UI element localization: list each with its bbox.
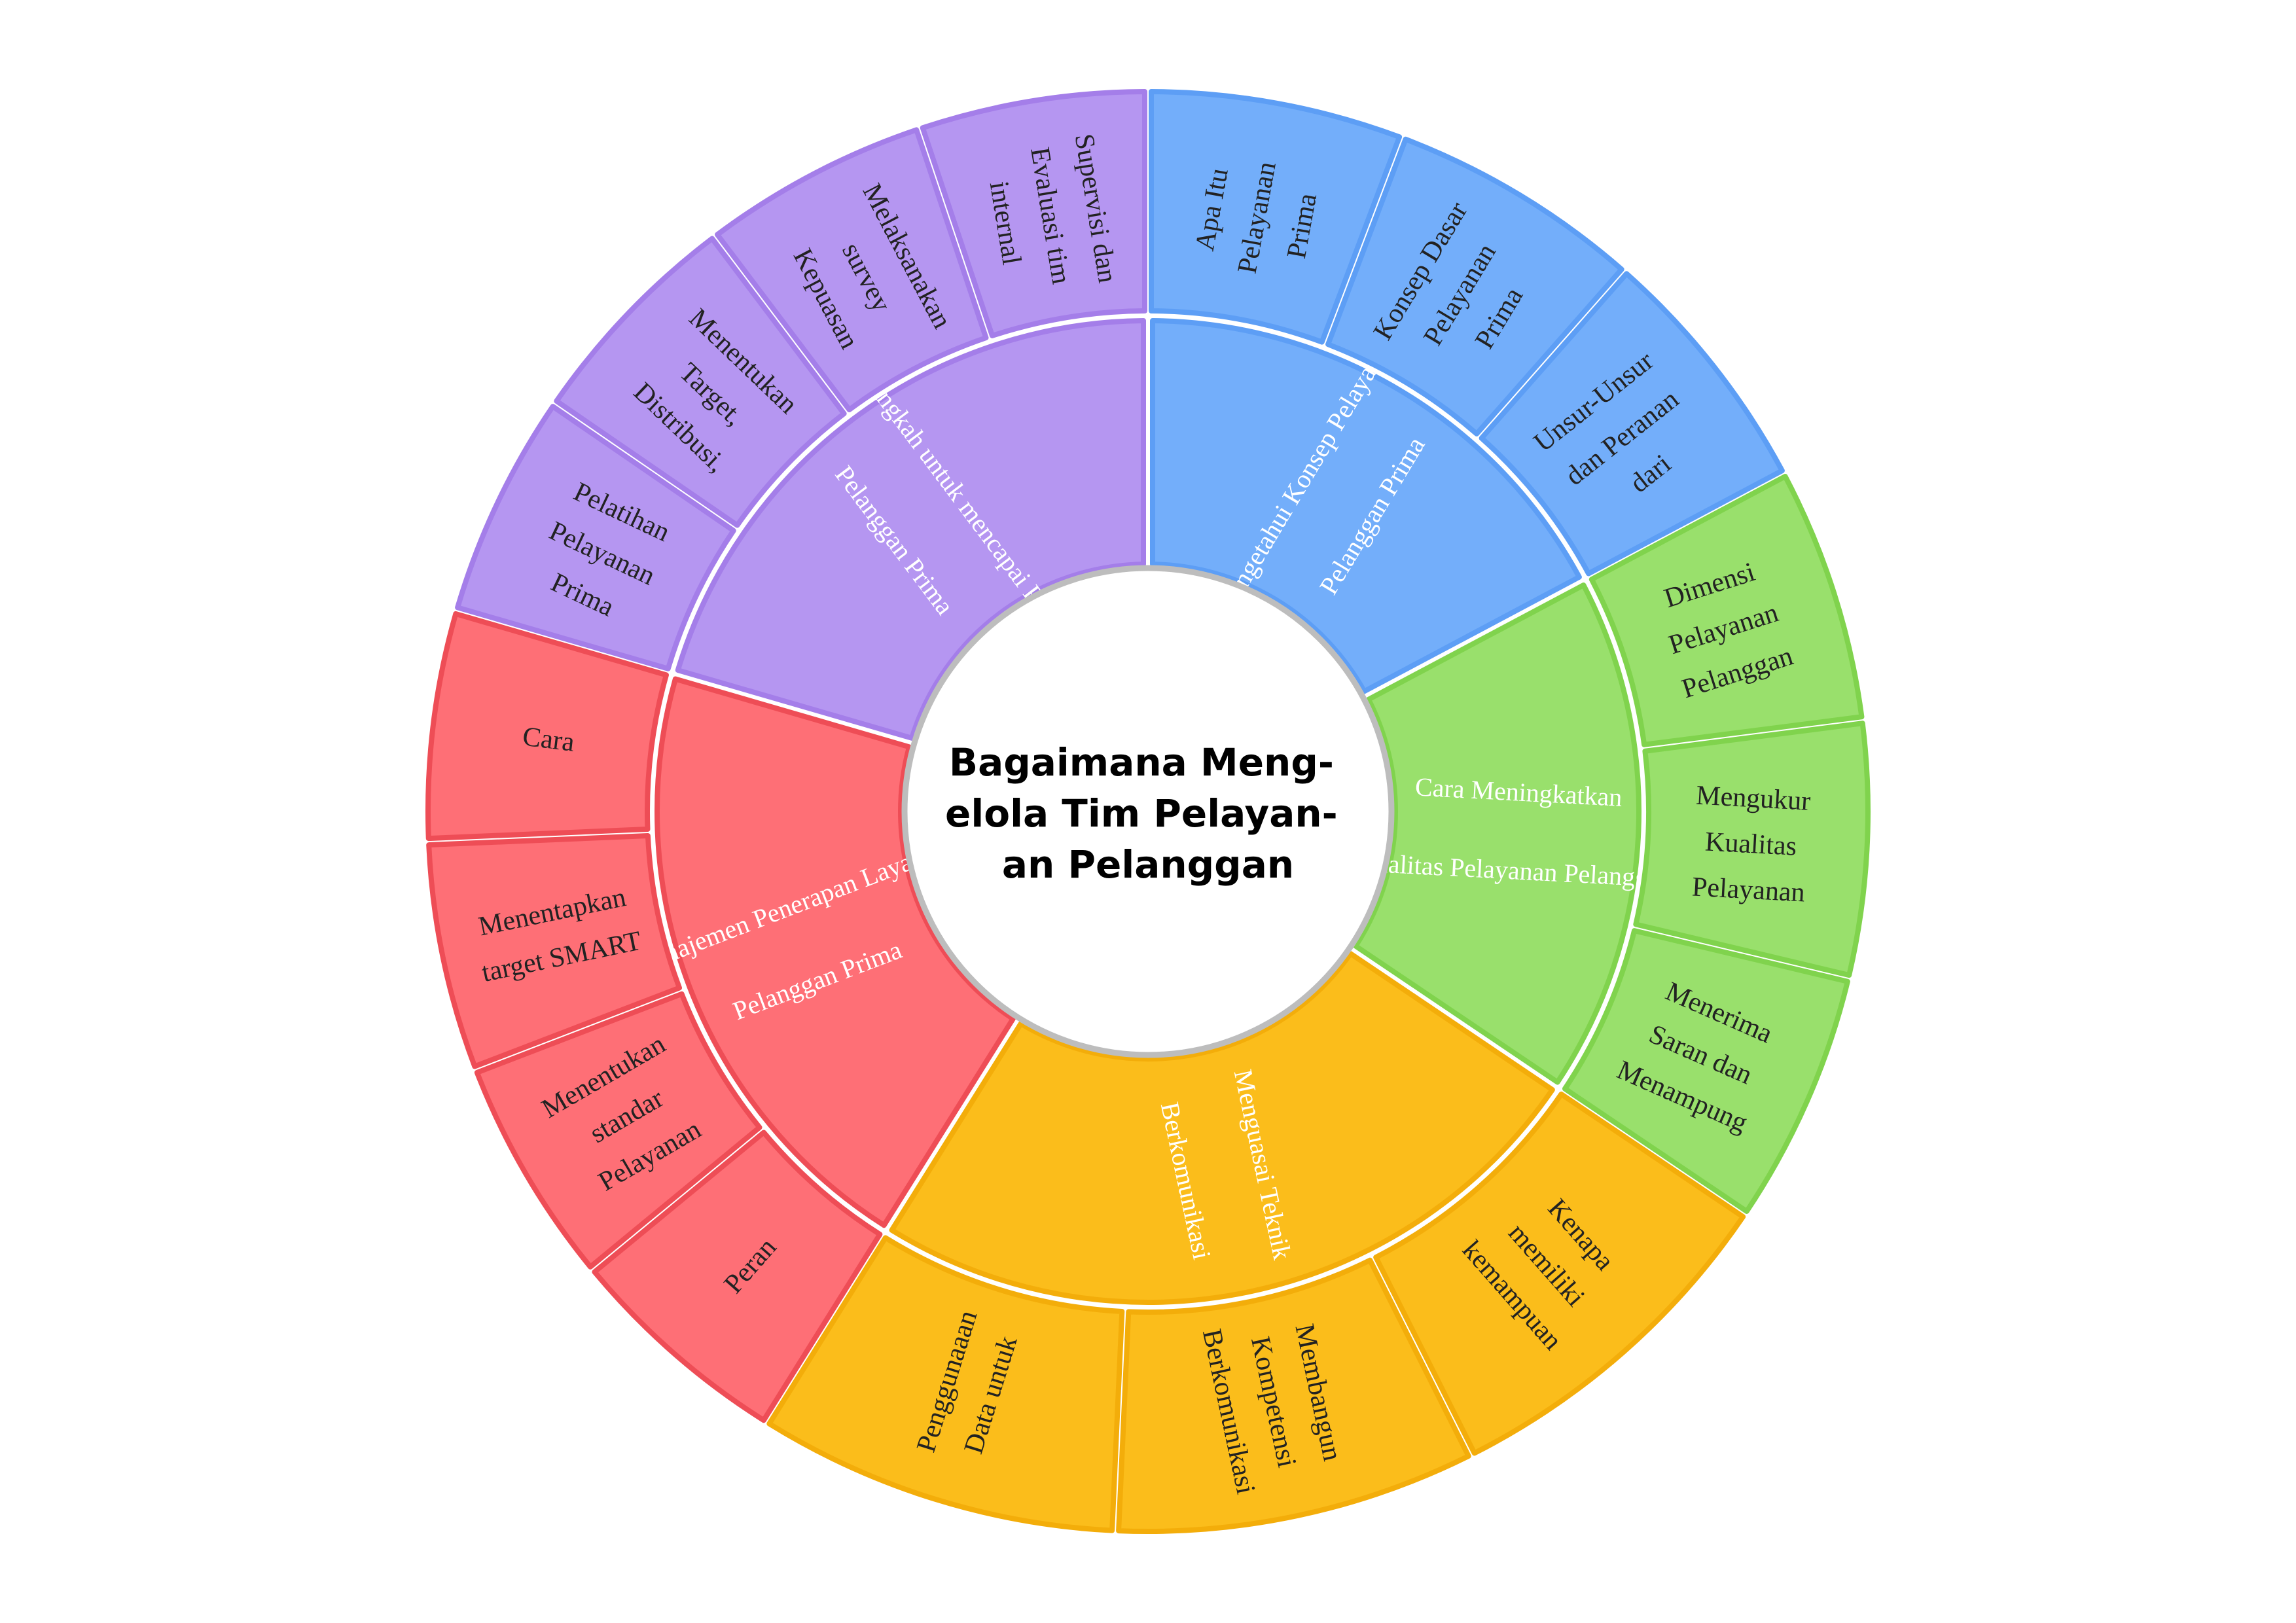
item-wedge: [554, 236, 847, 528]
center-title-line: Bagaimana Meng-: [949, 740, 1334, 785]
item-segment[interactable]: MembangunKompetensiBerkomunikasi: [1116, 1257, 1471, 1534]
item-segment[interactable]: Konsep DasarPelayananPrima: [1325, 136, 1624, 437]
category-segment-komunikasi[interactable]: Menguasai TeknikBerkomunikasi: [889, 951, 1555, 1306]
item-wedge: [592, 1130, 883, 1423]
item-segment[interactable]: Peran: [592, 1130, 883, 1423]
item-wedge: [1116, 1257, 1471, 1534]
item-segment[interactable]: MenentukanstandarPelayanan: [474, 991, 762, 1270]
item-segment[interactable]: Unsur-Unsurdan Peranandari: [1479, 271, 1785, 577]
inner-ring: Empat Langkah untuk mencapai PelayananPe…: [627, 303, 1677, 1306]
item-segment[interactable]: Kenapamemilikikemampuan: [1373, 1091, 1746, 1456]
item-wedge: [715, 127, 989, 413]
item-segment[interactable]: Apa ItuPelayananPrima: [1149, 89, 1403, 345]
item-segment[interactable]: Supervisi danEvaluasi timinternal: [920, 89, 1147, 338]
category-segment-konsep[interactable]: Mengetahui Konsep PelayananPelanggan Pri…: [1150, 318, 1582, 694]
item-wedge: [1325, 136, 1624, 437]
item-wedge: [426, 833, 683, 1069]
item-wedge: [766, 1235, 1125, 1533]
item-segment[interactable]: MengukurKualitasPelayanan: [1633, 721, 1871, 978]
item-wedge: [455, 404, 736, 671]
item-wedge: [920, 89, 1147, 338]
segment-label: Cara: [521, 722, 577, 758]
item-segment[interactable]: Menentapkantarget SMART: [426, 833, 683, 1069]
segment-label-line: Cara: [521, 722, 577, 758]
segment-label-line: Kualitas: [1704, 827, 1797, 861]
segment-label-line: Pelayanan: [1691, 872, 1806, 908]
item-wedge: [1149, 89, 1403, 345]
category-wedge: [655, 676, 1016, 1228]
item-wedge: [1633, 721, 1871, 978]
item-segment[interactable]: MelaksanakansurveyKepuasan: [715, 127, 989, 413]
item-wedge: [1562, 928, 1850, 1214]
item-wedge: [425, 611, 669, 842]
category-segment-manajemen[interactable]: Manajemen Penerapan LayananPelanggan Pri…: [627, 676, 1016, 1228]
item-wedge: [1373, 1091, 1746, 1456]
category-segment-kualitas[interactable]: Cara MeningkatkanKualitas Pelayanan Pela…: [1353, 582, 1677, 1085]
category-wedge: [1353, 582, 1641, 1085]
item-segment[interactable]: DimensiPelayananPelanggan: [1588, 474, 1865, 747]
item-wedge: [474, 991, 762, 1270]
item-wedge: [1588, 474, 1865, 747]
category-wedge: [889, 951, 1555, 1306]
segment-label-line: Mengukur: [1695, 781, 1811, 817]
item-segment[interactable]: PenggunaaanData untuk: [766, 1235, 1125, 1533]
center-title-line: elola Tim Pelayan-: [945, 791, 1338, 836]
center-circle: [901, 565, 1395, 1058]
category-wedge: [1150, 318, 1582, 694]
segment-label: MengukurKualitasPelayanan: [1691, 781, 1812, 908]
item-segment[interactable]: MenerimaSaran danMenampung: [1562, 928, 1850, 1214]
center-hub: Bagaimana Meng- elola Tim Pelayan- an Pe…: [901, 565, 1395, 1058]
outer-ring: PelatihanPelayananPrimaMenentukanTarget,…: [425, 89, 1871, 1534]
item-segment[interactable]: Cara: [425, 611, 669, 842]
item-segment[interactable]: PelatihanPelayananPrima: [455, 404, 736, 671]
center-title: Bagaimana Meng- elola Tim Pelayan- an Pe…: [945, 740, 1351, 887]
center-title-line: an Pelanggan: [1002, 842, 1294, 887]
item-wedge: [1479, 271, 1785, 577]
category-wedge: [675, 318, 1146, 741]
